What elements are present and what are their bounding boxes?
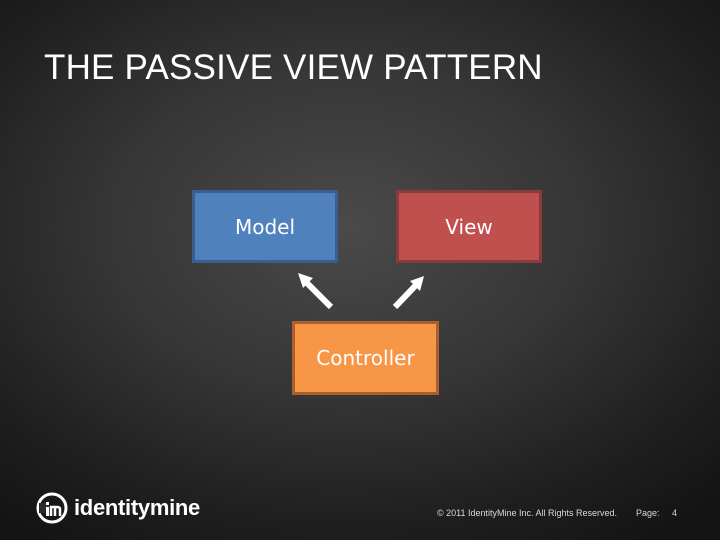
model-box: Model: [192, 190, 338, 263]
model-label: Model: [234, 214, 296, 239]
controller-box: Controller: [292, 321, 439, 395]
brand-name: identitymine: [74, 495, 200, 520]
page-number: 4: [672, 508, 678, 518]
view-box: View: [396, 190, 542, 263]
arrow-controller-to-view: [392, 276, 424, 310]
copyright-text: © 2011 IdentityMine Inc. All Rights Rese…: [437, 508, 618, 518]
controller-label: Controller: [316, 346, 415, 370]
page-label: Page:: [636, 508, 660, 518]
slide-title: THE PASSIVE VIEW PATTERN: [44, 48, 543, 87]
arrow-controller-to-model: [298, 273, 334, 310]
identitymine-logo-icon: [36, 492, 68, 524]
footer-logo: identitymine: [36, 492, 200, 524]
view-label: View: [445, 214, 493, 239]
